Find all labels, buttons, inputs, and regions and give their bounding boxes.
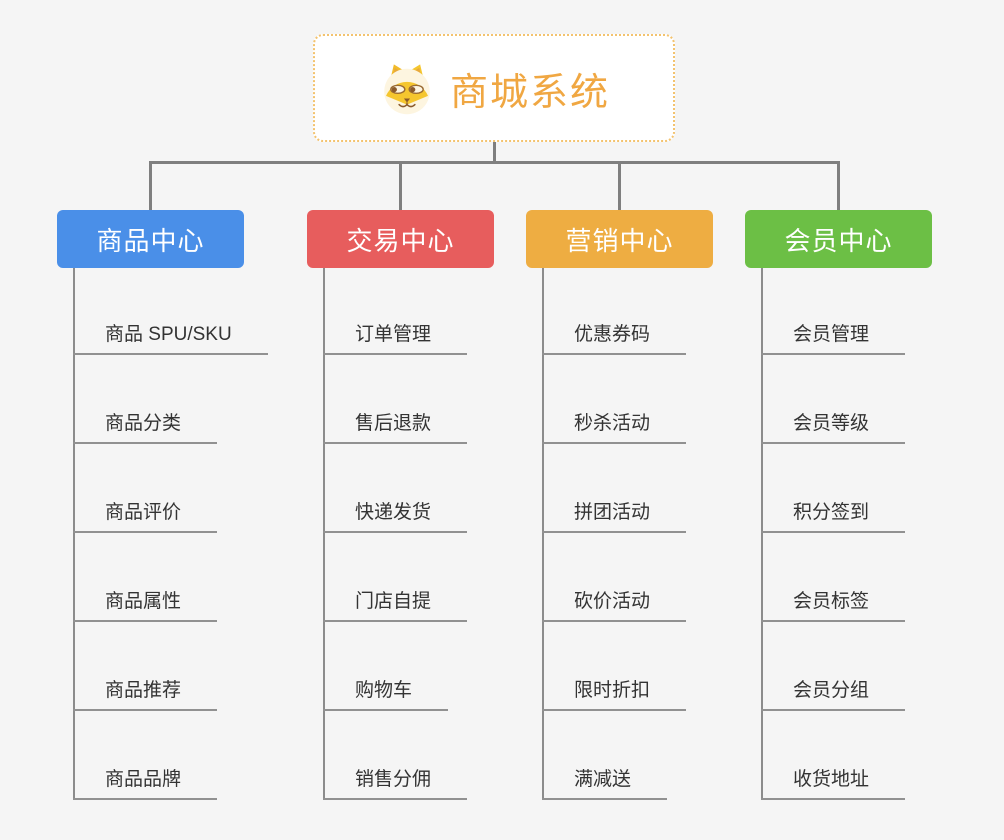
leaf-node: 购物车 [323,622,467,711]
branch-trade-center: 交易中心 订单管理 售后退款 快递发货 门店自提 购物车 销售分佣 [307,210,557,810]
leaf-node: 商品分类 [73,355,268,444]
leaf-node: 售后退款 [323,355,468,444]
branch-header-marketing-center[interactable]: 营销中心 [526,210,713,268]
connector-drop-member [837,161,840,211]
leaf-node: 商品评价 [73,444,268,533]
leaf-node: 订单管理 [323,268,468,355]
leaf-node: 积分签到 [761,444,906,533]
leaf-node: 优惠券码 [542,268,687,355]
branch-trunk-line [761,268,763,800]
branch-header-member-center[interactable]: 会员中心 [745,210,932,268]
connector-drop-marketing [618,161,621,211]
connector-drop-trade [399,161,402,211]
leaf-node: 商品属性 [73,533,268,622]
leaf-label-product-attribute[interactable]: 商品属性 [73,586,218,622]
branch-leaves: 商品 SPU/SKU 商品分类 商品评价 商品属性 商品推荐 商品品牌 [73,268,268,800]
branch-trunk-line [323,268,325,800]
leaf-label-member-level[interactable]: 会员等级 [761,408,906,444]
leaf-label-product-review[interactable]: 商品评价 [73,497,218,533]
leaf-node: 会员标签 [761,533,906,622]
leaf-label-member-management[interactable]: 会员管理 [761,319,906,355]
leaf-label-order-management[interactable]: 订单管理 [323,319,468,355]
connector-drop-product [149,161,152,211]
leaf-node: 砍价活动 [542,533,687,622]
leaf-node: 商品品牌 [73,711,268,800]
leaf-label-member-tag[interactable]: 会员标签 [761,586,906,622]
branch-product-center: 商品中心 商品 SPU/SKU 商品分类 商品评价 商品属性 商品推荐 商品品牌 [57,210,307,810]
leaf-label-spend-save[interactable]: 满减送 [542,764,668,800]
leaf-label-product-recommend[interactable]: 商品推荐 [73,675,218,711]
leaf-label-member-group[interactable]: 会员分组 [761,675,906,711]
leaf-node: 限时折扣 [542,622,687,711]
leaf-label-coupon-code[interactable]: 优惠券码 [542,319,687,355]
branch-leaves: 订单管理 售后退款 快递发货 门店自提 购物车 销售分佣 [323,268,468,800]
leaf-node: 快递发货 [323,444,468,533]
leaf-label-product-category[interactable]: 商品分类 [73,408,218,444]
root-node-mall-system[interactable]: 商城系统 [313,34,675,142]
leaf-label-limited-time-discount[interactable]: 限时折扣 [542,675,687,711]
dog-face-icon [384,64,430,115]
leaf-node: 商品推荐 [73,622,268,711]
leaf-label-flash-sale[interactable]: 秒杀活动 [542,408,687,444]
leaf-label-product-spu-sku[interactable]: 商品 SPU/SKU [73,319,268,355]
branch-marketing-center: 营销中心 优惠券码 秒杀活动 拼团活动 砍价活动 限时折扣 满减送 [526,210,776,810]
branch-header-trade-center[interactable]: 交易中心 [307,210,494,268]
leaf-node: 秒杀活动 [542,355,687,444]
leaf-node: 满减送 [542,711,686,800]
leaf-label-shopping-cart[interactable]: 购物车 [323,675,449,711]
leaf-label-express-delivery[interactable]: 快递发货 [323,497,468,533]
leaf-node: 商品 SPU/SKU [73,268,268,355]
leaf-node: 销售分佣 [323,711,468,800]
branch-member-center: 会员中心 会员管理 会员等级 积分签到 会员标签 会员分组 收货地址 [745,210,995,810]
leaf-node: 拼团活动 [542,444,687,533]
branch-trunk-line [73,268,75,800]
branch-leaves: 会员管理 会员等级 积分签到 会员标签 会员分组 收货地址 [761,268,906,800]
leaf-label-bargain-activity[interactable]: 砍价活动 [542,586,687,622]
connector-horizontal-bar [149,161,840,164]
leaf-label-aftersale-refund[interactable]: 售后退款 [323,408,468,444]
leaf-node: 会员等级 [761,355,906,444]
branch-trunk-line [542,268,544,800]
branch-header-product-center[interactable]: 商品中心 [57,210,244,268]
leaf-node: 会员管理 [761,268,906,355]
leaf-label-product-brand[interactable]: 商品品牌 [73,764,218,800]
leaf-label-points-checkin[interactable]: 积分签到 [761,497,906,533]
leaf-label-group-buy[interactable]: 拼团活动 [542,497,687,533]
leaf-node: 门店自提 [323,533,468,622]
leaf-node: 收货地址 [761,711,906,800]
leaf-label-shipping-address[interactable]: 收货地址 [761,764,906,800]
leaf-label-store-pickup[interactable]: 门店自提 [323,586,468,622]
leaf-label-sales-commission[interactable]: 销售分佣 [323,764,468,800]
connector-root-stub [493,140,496,164]
branch-leaves: 优惠券码 秒杀活动 拼团活动 砍价活动 限时折扣 满减送 [542,268,687,800]
leaf-node: 会员分组 [761,622,906,711]
root-node-title: 商城系统 [449,71,610,114]
